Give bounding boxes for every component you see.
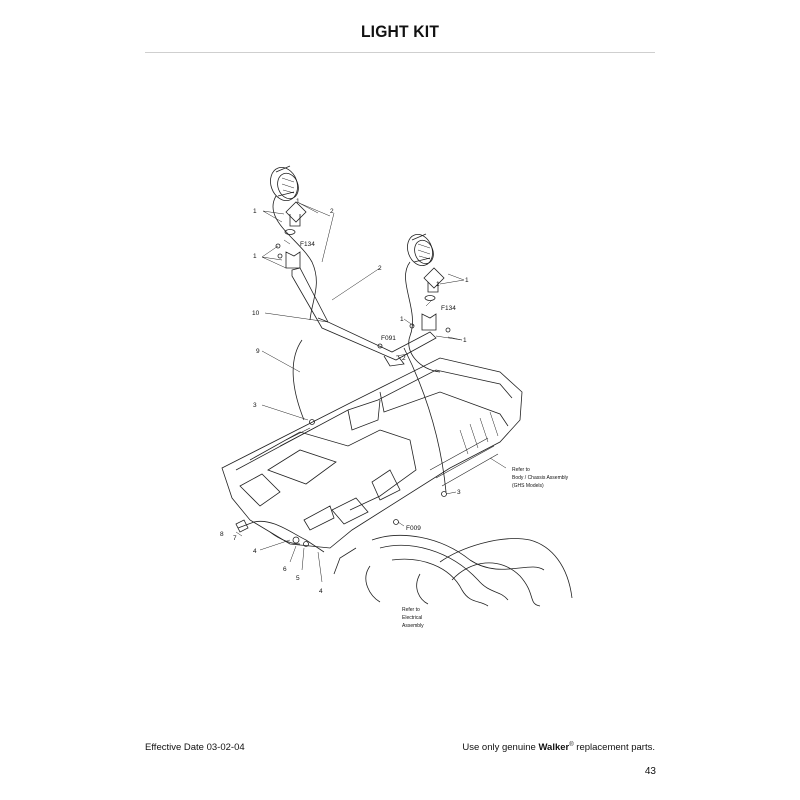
notice-suffix: replacement parts. bbox=[573, 742, 655, 754]
callout-2: 2 bbox=[330, 208, 334, 215]
title-divider bbox=[145, 52, 655, 53]
leader-lines bbox=[235, 202, 507, 583]
left-lamp bbox=[270, 165, 299, 201]
effective-date: Effective Date 03-02-04 bbox=[145, 742, 245, 753]
callout-5: 5 bbox=[296, 575, 300, 582]
callout-1: 1 bbox=[253, 208, 257, 215]
genuine-parts-notice: Use only genuine Walker® replacement par… bbox=[462, 742, 655, 753]
callout-8: 8 bbox=[220, 531, 224, 538]
callout-f009: F009 bbox=[406, 525, 421, 532]
notice-prefix: Use only genuine bbox=[462, 742, 539, 754]
page-number: 43 bbox=[644, 766, 656, 777]
mower-body bbox=[221, 357, 523, 549]
callout-1: 1 bbox=[296, 198, 300, 205]
left-bracket bbox=[275, 201, 307, 269]
callout-1: 1 bbox=[463, 337, 467, 344]
electrical-harness bbox=[333, 535, 573, 607]
brand-name: Walker bbox=[538, 742, 570, 754]
registered-mark: ® bbox=[569, 742, 574, 748]
callout-6: 6 bbox=[283, 566, 287, 573]
callout-7: 7 bbox=[233, 535, 237, 542]
right-bracket bbox=[409, 267, 451, 333]
right-lamp bbox=[407, 233, 434, 266]
body-ref-line: (GHS Models) bbox=[512, 483, 544, 489]
callout-f091: F091 bbox=[381, 335, 396, 342]
callout-3: 3 bbox=[253, 402, 257, 409]
callout-9: 9 bbox=[256, 348, 260, 355]
elec-ref-line: Refer to bbox=[402, 607, 420, 613]
callout-4: 4 bbox=[319, 588, 323, 595]
callout-f134: F134 bbox=[300, 241, 315, 248]
callout-1: 1 bbox=[400, 316, 404, 323]
switch-harness bbox=[235, 519, 325, 553]
callout-3: 3 bbox=[457, 489, 461, 496]
light-bar bbox=[291, 267, 437, 367]
lamp-wiring bbox=[272, 195, 447, 493]
callout-f134: F134 bbox=[441, 305, 456, 312]
callout-1: 1 bbox=[465, 277, 469, 284]
body-ref-line: Refer to bbox=[512, 467, 530, 473]
callout-4: 4 bbox=[253, 548, 257, 555]
callout-1: 1 bbox=[253, 253, 257, 260]
callout-2: 2 bbox=[402, 355, 406, 362]
callout-1: 1 bbox=[436, 281, 440, 288]
body-ref-line: Body / Chassis Assembly bbox=[512, 475, 569, 481]
callout-10: 10 bbox=[252, 310, 260, 317]
fasteners bbox=[309, 343, 447, 525]
elec-ref-line: Assembly bbox=[402, 623, 424, 629]
page-title: LIGHT KIT bbox=[360, 22, 440, 41]
callout-2: 2 bbox=[378, 265, 382, 272]
reference-notes: Refer to Body / Chassis Assembly (GHS Mo… bbox=[402, 467, 569, 629]
elec-ref-line: Electrical bbox=[402, 615, 422, 621]
callout-labels: 1 1 2 1 F134 2 1 1 F134 10 1 F091 1 9 2 … bbox=[220, 198, 469, 595]
